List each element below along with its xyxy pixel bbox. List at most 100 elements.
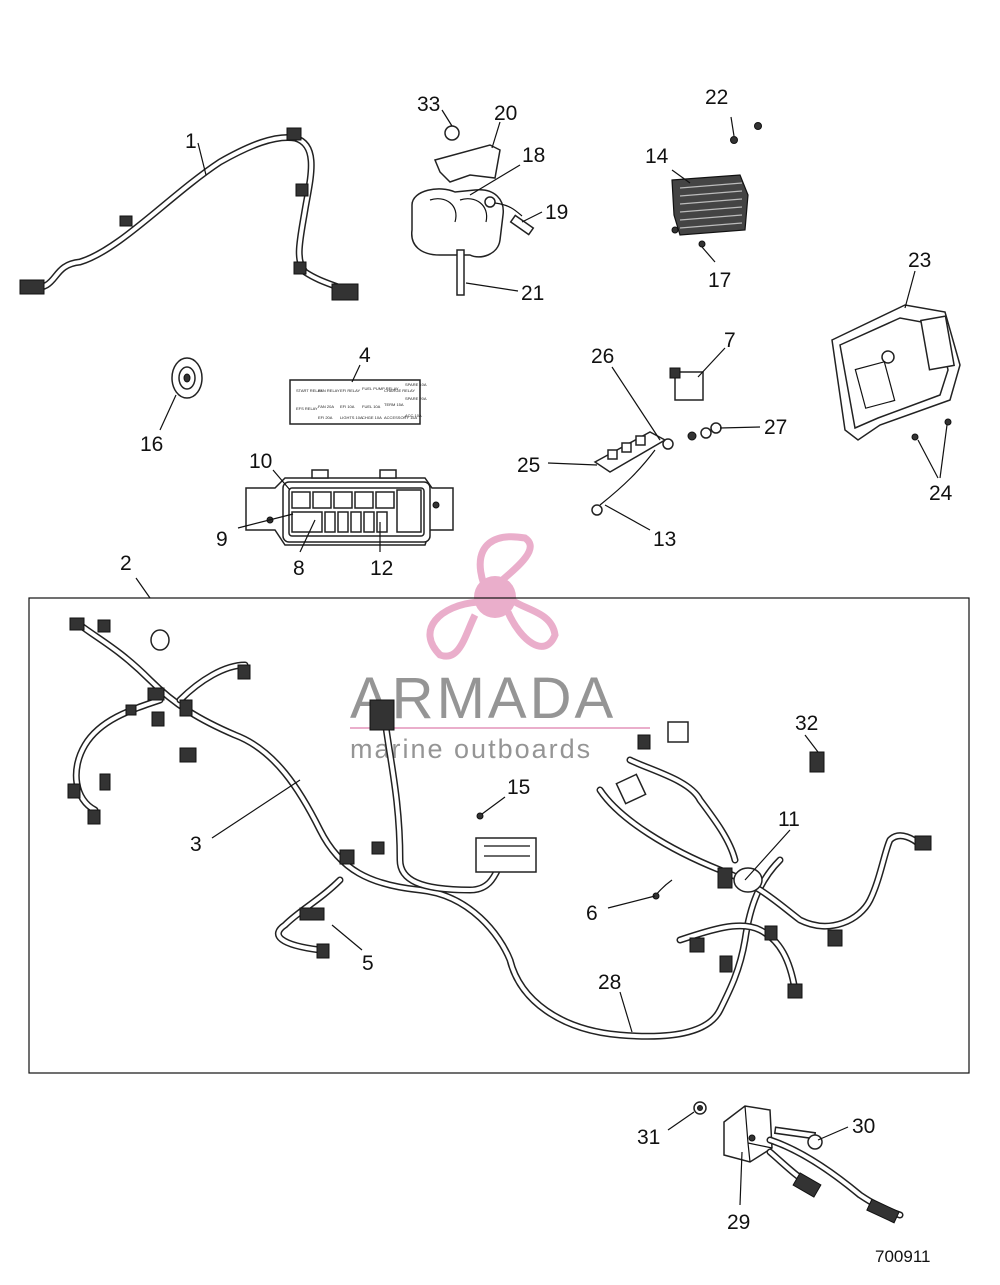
part-16-grommet (171, 357, 203, 399)
callout-6: 6 (586, 902, 598, 925)
leader-26 (611, 366, 661, 441)
leader-14 (671, 169, 691, 184)
armada-logo: ARMADA marine outboards (350, 533, 650, 764)
decal-label: SPARE 20A (405, 396, 427, 401)
leader-7 (697, 347, 726, 378)
callout-31: 31 (637, 1126, 660, 1149)
decal-label: TERM 15A (384, 402, 404, 407)
callout-28: 28 (598, 971, 621, 994)
leader-22 (730, 116, 735, 137)
callout-23: 23 (908, 249, 931, 272)
part-14-regulator (671, 174, 749, 236)
callout-20: 20 (494, 102, 517, 125)
callout-10: 10 (249, 450, 272, 473)
decal-label: FUEL 10A (362, 404, 381, 409)
decal-label: EFI 20A (318, 415, 333, 420)
decal-label: CHARGE RELAY (384, 388, 415, 393)
leader-21 (465, 282, 519, 292)
decal-label: EFS RELAY (296, 406, 318, 411)
part-4-decal: START RELAY FAN RELAY EFI RELAY FUEL PUM… (289, 379, 427, 425)
leader-15 (481, 796, 506, 815)
part-33-nut (444, 125, 460, 141)
callout-4: 4 (359, 344, 371, 367)
part-26-nut (662, 438, 674, 450)
leader-30 (817, 1126, 849, 1141)
leader-29 (739, 1151, 743, 1206)
callout-15: 15 (507, 776, 530, 799)
decal-label: FAN RELAY (318, 388, 340, 393)
part-21-bolt (456, 249, 465, 296)
leader-13 (604, 504, 651, 531)
decal-label: SPARE 10A (405, 382, 427, 387)
leader-23 (904, 270, 916, 309)
callout-22: 22 (705, 86, 728, 109)
callout-29: 29 (727, 1211, 750, 1234)
decal-label: ACC 10A (405, 413, 422, 418)
callout-7: 7 (724, 329, 736, 352)
leader-31 (667, 1111, 695, 1131)
part-1-harness (19, 127, 359, 301)
part-13-cable (599, 449, 656, 506)
part-17-screw (671, 226, 679, 234)
callout-16: 16 (140, 433, 163, 456)
leader-32 (804, 734, 819, 753)
callout-32: 32 (795, 712, 818, 735)
callout-11: 11 (778, 808, 800, 831)
leader-2 (135, 577, 151, 599)
leader-3 (211, 779, 301, 839)
decal-label: EFI 10A (340, 404, 355, 409)
leader-4 (351, 364, 361, 383)
reference-number: 700911 (875, 1247, 930, 1266)
part-coil-assembly (411, 125, 535, 296)
callout-19: 19 (545, 201, 568, 224)
callout-30: 30 (852, 1115, 875, 1138)
leader-17 (701, 246, 716, 263)
part-20-bracket (433, 144, 501, 183)
leader-27 (719, 426, 761, 429)
decal-label: LIGHTS 10A (340, 415, 363, 420)
callout-8: 8 (293, 557, 305, 580)
leader-20 (491, 121, 501, 149)
decal-label: FAN 20A (318, 404, 334, 409)
callout-1: 1 (185, 130, 197, 153)
callout-13: 13 (653, 528, 676, 551)
leader-24a (917, 439, 939, 479)
leader-11 (744, 829, 791, 881)
callout-17: 17 (708, 269, 731, 292)
leader-9 (237, 513, 294, 529)
callout-25: 25 (517, 454, 540, 477)
part-32-connector (809, 751, 825, 773)
decal-label: CHGE 10A (362, 415, 382, 420)
callout-9: 9 (216, 528, 228, 551)
callout-27: 27 (764, 416, 787, 439)
part-23-ecu (831, 304, 961, 441)
decal-label: EFI RELAY (340, 388, 360, 393)
leader-1 (197, 142, 207, 176)
callout-21: 21 (521, 282, 544, 305)
callout-33: 33 (417, 93, 440, 116)
callout-18: 18 (522, 144, 545, 167)
part-19-boot (509, 214, 535, 236)
callout-26: 26 (591, 345, 614, 368)
callouts: 1 2 3 4 5 6 7 8 9 10 11 12 13 14 15 16 1… (120, 86, 953, 1234)
callout-5: 5 (362, 952, 374, 975)
decal-label: ACCESSORY 15A (384, 415, 418, 420)
part-2-box (28, 597, 970, 1074)
part-10-fuse-box (245, 469, 454, 546)
part-15-module (475, 837, 537, 873)
decal-label: FUEL PUMP RELAY (362, 386, 399, 391)
part-6-wire (655, 879, 673, 896)
part-regulator (671, 122, 762, 248)
callout-24: 24 (929, 482, 953, 505)
callout-2: 2 (120, 552, 132, 575)
part-relay-group (591, 367, 722, 516)
propeller-hub-icon (474, 576, 516, 618)
leader-24b (939, 424, 948, 479)
leader-16 (159, 394, 177, 431)
leader-33 (441, 109, 453, 127)
propeller-icon (426, 533, 559, 660)
callout-14: 14 (645, 145, 669, 168)
leader-18 (469, 164, 521, 196)
